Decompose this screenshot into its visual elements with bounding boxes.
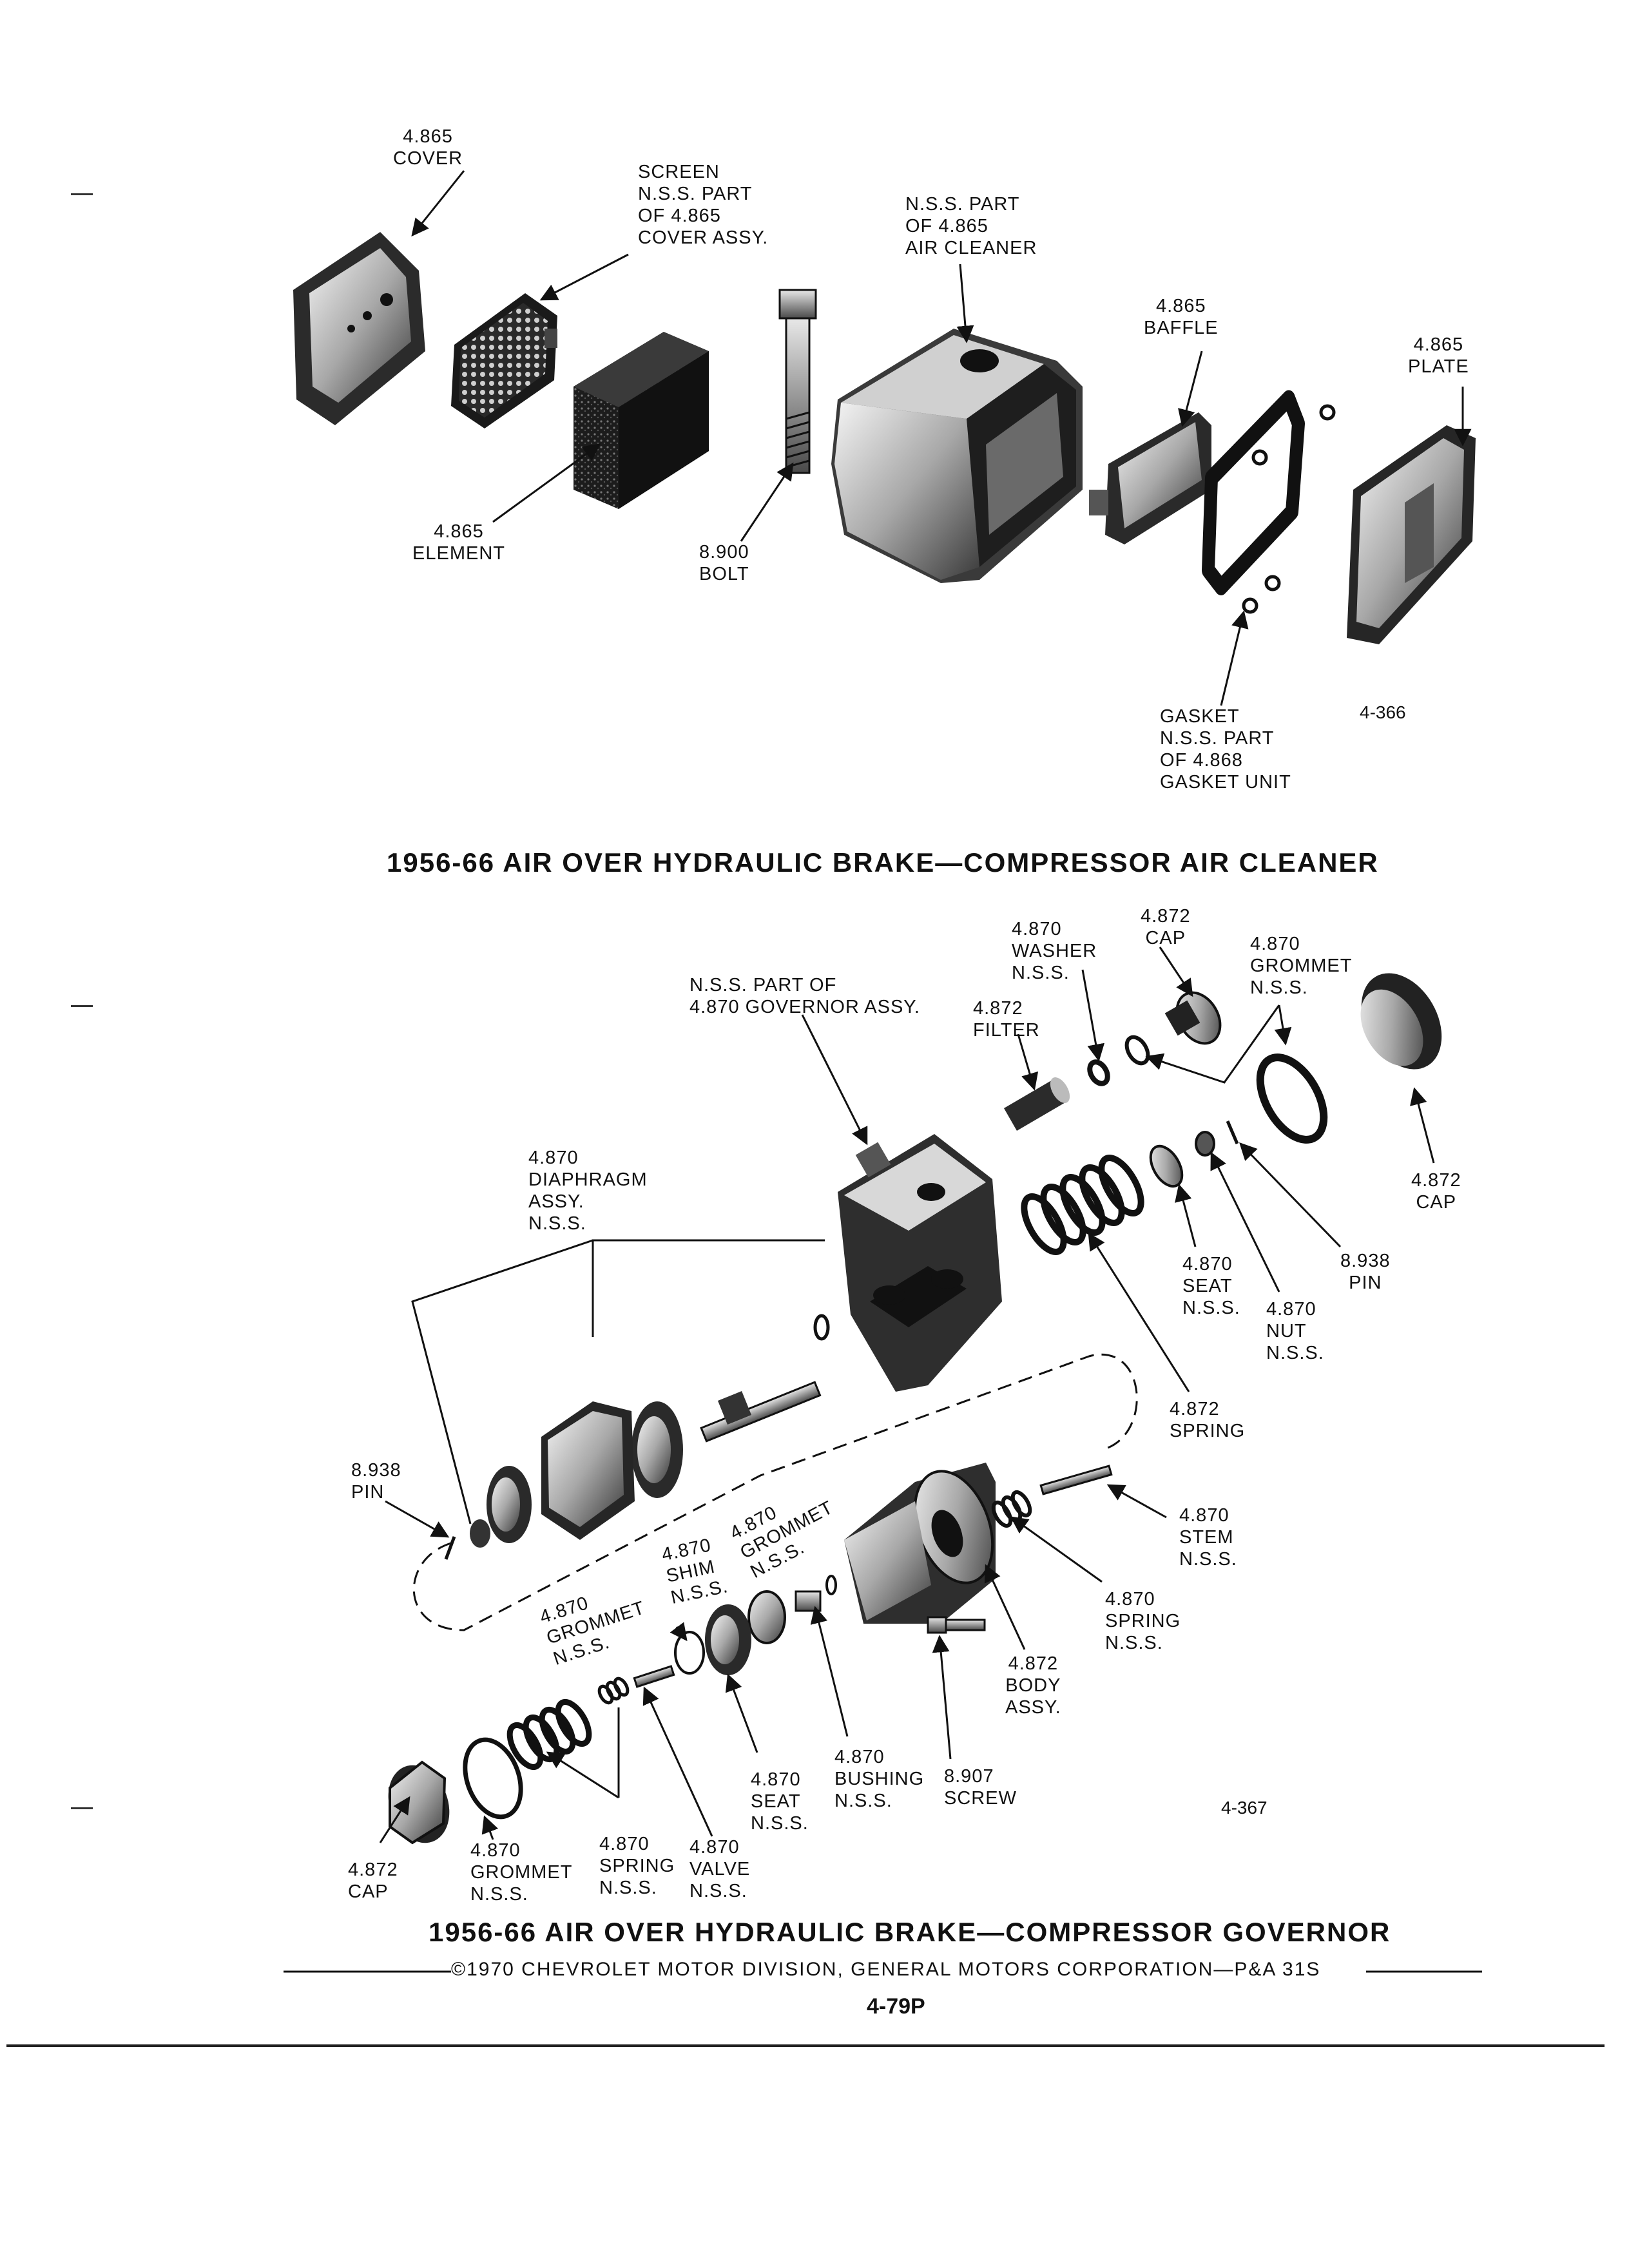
governor-body-part [844,1463,996,1624]
label-cap-top: 4.872 CAP [1141,906,1191,948]
label-valve: 4.870 VALVE N.S.S. [689,1837,751,1901]
grommet-right-ring [1256,1053,1328,1144]
label-body: 4.872 BODY ASSY. [1005,1653,1061,1718]
figure-number-4-367: 4-367 [1221,1798,1268,1818]
spring-bottom-part [506,1699,592,1770]
air-cleaner-body-part [831,329,1083,583]
fig1-leaders [411,170,1472,706]
pin-right-part [1226,1120,1239,1144]
label-baffle: 4.865 BAFFLE [1144,296,1219,338]
label-bolt: 8.900 BOLT [699,542,749,584]
shim-part [747,1590,786,1644]
governor-housing-part [838,1134,1002,1392]
grommet-bottom-ring [463,1737,523,1820]
stem-part [1039,1465,1113,1495]
label-cap-right: 4.872 CAP [1411,1170,1461,1213]
figure-title-governor: 1956-66 AIR OVER HYDRAULIC BRAKE—COMPRES… [429,1917,1391,1947]
figure-title-air-cleaner: 1956-66 AIR OVER HYDRAULIC BRAKE—COMPRES… [387,847,1379,878]
label-spring-top: 4.872 SPRING [1170,1399,1246,1441]
margin-mark [71,1807,93,1809]
bolt-part [778,289,817,474]
screw-part [927,1616,986,1634]
label-nut: 4.870 NUT N.S.S. [1266,1299,1324,1363]
element-part [574,332,709,509]
seat-bottom-part [705,1604,751,1675]
assembly-path [412,1353,1138,1631]
copyright-line: ©1970 CHEVROLET MOTOR DIVISION, GENERAL … [451,1959,1321,1980]
label-grommet-top: 4.870 GROMMET N.S.S. [1250,934,1353,998]
page-number: 4-79P [867,1994,925,2019]
label-diaphragm: 4.870 DIAPHRAGM ASSY. N.S.S. [528,1148,648,1234]
diaphragm-stem-part [700,1314,830,1443]
label-cover: 4.865 COVER [393,126,463,169]
valve-part [633,1665,675,1688]
gasket-part [1202,390,1336,614]
nut-part [1195,1131,1215,1157]
label-cap-bottom: 4.872 CAP [348,1860,398,1902]
label-element: 4.865 ELEMENT [412,521,505,564]
label-washer: 4.870 WASHER N.S.S. [1012,919,1097,983]
grommet-mid-ring [674,1631,705,1675]
label-filter: 4.872 FILTER [973,998,1040,1041]
seat-top-part [1149,1144,1184,1188]
margin-mark [71,1005,93,1007]
spring-right-part [991,1490,1032,1528]
label-nss-governor: N.S.S. PART OF 4.870 GOVERNOR ASSY. [689,975,920,1017]
label-grommet-bottom: 4.870 GROMMET N.S.S. [470,1840,573,1905]
label-seat-top: 4.870 SEAT N.S.S. [1182,1254,1240,1318]
label-stem: 4.870 STEM N.S.S. [1179,1505,1237,1570]
label-pin-right: 8.938 PIN [1340,1251,1391,1293]
label-spring-right: 4.870 SPRING N.S.S. [1105,1589,1181,1653]
grommet-top-ring [1124,1035,1150,1066]
label-seat-bottom: 4.870 SEAT N.S.S. [751,1769,809,1834]
label-gasket: GASKET N.S.S. PART OF 4.868 GASKET UNIT [1160,706,1291,793]
fig2-leaders [379,947,1435,1843]
label-plate: 4.865 PLATE [1408,334,1469,377]
label-screw: 8.907 SCREW [944,1766,1017,1809]
screen-part [451,293,557,428]
margin-mark [71,193,93,195]
bushing-part [795,1575,837,1612]
cap-top-part [1164,991,1222,1045]
label-screen: SCREEN N.S.S. PART OF 4.865 COVER ASSY. [638,162,769,248]
baffle-part [1089,412,1211,544]
cover-part [293,232,425,425]
spring-small-part [597,1677,630,1705]
washer-part [1087,1059,1110,1086]
cap-bottom-part [388,1760,450,1845]
label-pin-left: 8.938 PIN [351,1460,401,1503]
figure-number-4-366: 4-366 [1360,702,1406,722]
label-nss-air-cleaner: N.S.S. PART OF 4.865 AIR CLEANER [905,194,1037,258]
diaphragm-plates-part [444,1401,683,1560]
filter-part [1004,1077,1070,1131]
plate-part [1347,425,1476,644]
label-spring-bottom: 4.870 SPRING N.S.S. [599,1834,675,1898]
cap-right-part [1360,973,1442,1070]
spring-top-part [1021,1155,1144,1255]
label-bushing: 4.870 BUSHING N.S.S. [834,1747,925,1811]
